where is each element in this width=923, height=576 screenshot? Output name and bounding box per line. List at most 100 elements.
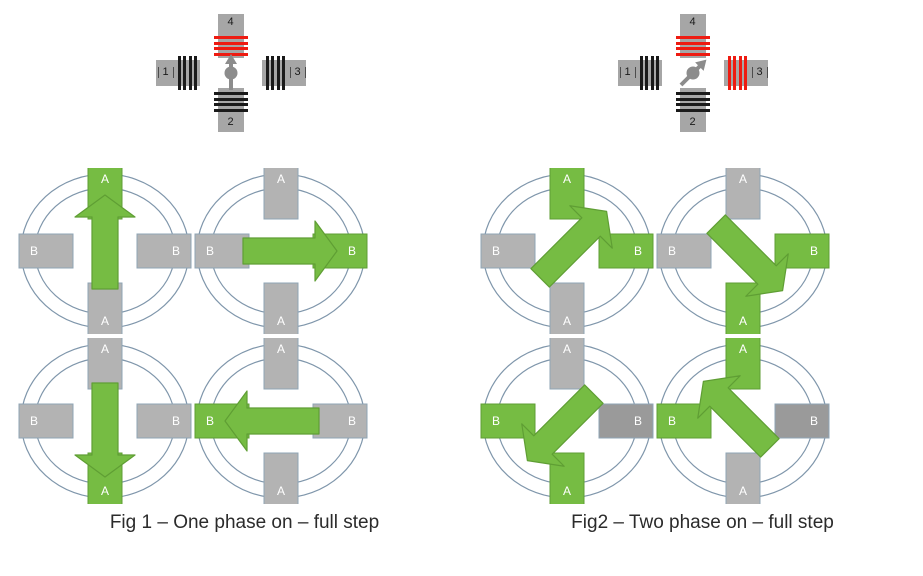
pole-top-inactive <box>725 164 761 220</box>
coil-number: 2 <box>689 116 696 128</box>
flux-arrow-shape <box>74 382 136 478</box>
pole-right-inactive <box>312 403 368 439</box>
pole-label-bottom: A <box>739 314 747 328</box>
pole-right-inactive <box>136 403 192 439</box>
coil-number: 3 <box>289 67 306 78</box>
pole-label-right: B <box>634 244 642 258</box>
coil-number: 1 <box>157 67 174 78</box>
motor-panel: A B A B <box>186 164 376 338</box>
flux-arrow-shape <box>521 384 604 467</box>
pole-left-inactive <box>194 233 250 269</box>
pole-top-inactive <box>263 164 299 220</box>
pole-label-top: A <box>739 342 747 356</box>
pole-right-inactive <box>774 403 830 439</box>
flux-arrow-shape <box>242 220 338 282</box>
coil-left: 1 <box>617 56 662 90</box>
pole-right-inactive <box>598 403 654 439</box>
pole-label-left: B <box>30 244 38 258</box>
coil-winding-energised <box>727 56 748 90</box>
coil-left: 1 <box>155 56 200 90</box>
pole-label-bottom: A <box>101 314 109 328</box>
arrow-down-left <box>521 384 604 467</box>
pole-label-left: B <box>206 414 214 428</box>
coil-right: 3 <box>261 56 306 90</box>
pole-label-top: A <box>277 172 285 186</box>
pole-label-right: B <box>810 414 818 428</box>
pole-label-right: B <box>348 244 356 258</box>
coil-number: 4 <box>227 16 234 28</box>
pole-bottom-inactive <box>725 452 761 508</box>
coil-winding-idle <box>265 56 286 90</box>
pole-left-inactive <box>656 233 712 269</box>
motor-cross-section: A B A B <box>656 164 830 338</box>
coil-bottom: 2 <box>675 88 710 132</box>
pole-label-right: B <box>172 244 180 258</box>
pole-label-bottom: A <box>101 484 109 498</box>
arrow-right <box>242 220 338 282</box>
pole-label-top: A <box>739 172 747 186</box>
coil-number: 3 <box>751 67 768 78</box>
coil-top: 4 <box>675 14 710 58</box>
pole-right-inactive <box>136 233 192 269</box>
pole-label-top: A <box>563 342 571 356</box>
pole-label-bottom: A <box>739 484 747 498</box>
pole-bottom-inactive <box>263 452 299 508</box>
coil-schematic: 1 2 3 4 <box>617 14 768 132</box>
pole-label-left: B <box>492 244 500 258</box>
pole-bottom-inactive <box>549 282 585 338</box>
motor-panel: A B A B <box>10 334 200 508</box>
figure-caption: Fig2 – Two phase on – full step <box>571 512 834 533</box>
coil-winding-idle <box>675 92 710 112</box>
arrow-left <box>224 390 320 452</box>
coil-winding-idle <box>213 92 248 112</box>
rotor-arrow-diagonal <box>660 40 725 105</box>
motor-cross-section: A B A B <box>18 334 192 508</box>
pole-label-top: A <box>277 342 285 356</box>
motor-panel: A B A B <box>648 164 838 338</box>
coil-number: 1 <box>619 67 636 78</box>
arrow-down <box>74 382 136 478</box>
arrow-down-right <box>706 214 789 297</box>
pole-left-inactive <box>18 233 74 269</box>
pole-label-left: B <box>668 414 676 428</box>
pole-label-right: B <box>634 414 642 428</box>
pole-top-inactive <box>263 334 299 390</box>
pole-label-right: B <box>172 414 180 428</box>
pole-label-left: B <box>492 414 500 428</box>
coil-number: 4 <box>689 16 696 28</box>
pole-left-active <box>480 403 536 439</box>
pole-label-bottom: A <box>277 484 285 498</box>
pole-label-left: B <box>30 414 38 428</box>
pole-label-left: B <box>668 244 676 258</box>
pole-label-bottom: A <box>563 314 571 328</box>
coil-right: 3 <box>723 56 768 90</box>
pole-label-right: B <box>810 244 818 258</box>
arrow-up <box>74 194 136 290</box>
pole-label-top: A <box>101 342 109 356</box>
coil-number: 2 <box>227 116 234 128</box>
rotor-arrow-up <box>208 50 254 96</box>
motor-cross-section: A B A B <box>194 164 368 338</box>
pole-left-inactive <box>480 233 536 269</box>
pole-bottom-inactive <box>263 282 299 338</box>
coil-winding-idle <box>639 56 660 90</box>
pole-label-bottom: A <box>277 314 285 328</box>
pole-label-left: B <box>206 244 214 258</box>
coil-winding-energised <box>675 36 710 56</box>
coil-winding-idle <box>177 56 198 90</box>
figure-caption: Fig 1 – One phase on – full step <box>109 512 380 533</box>
motor-cross-section: A B A B <box>656 334 830 508</box>
flux-arrow-shape <box>697 375 780 458</box>
